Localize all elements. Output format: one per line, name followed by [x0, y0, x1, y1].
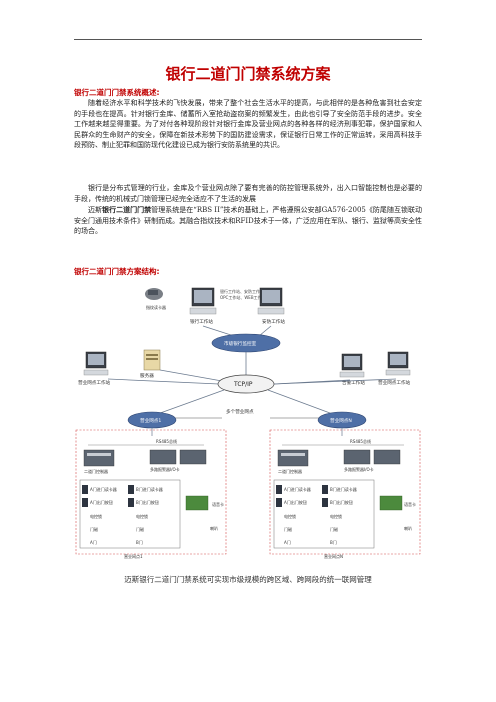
left-rs485-label: RS485总线	[156, 438, 177, 444]
right-controller-label: 二道门控制器	[278, 468, 302, 474]
server-label: 服务器	[140, 372, 154, 379]
right-door-a: A门	[284, 539, 291, 545]
right-contact-b: 门磁	[330, 526, 338, 532]
tcpip-node	[217, 374, 275, 394]
paragraph-2: 银行是分布式管理的行业，金库及个营业网点除了要有完善的防控管理系统外，出入口智能…	[74, 184, 422, 203]
paragraph-3-prefix: 迈斯	[88, 206, 103, 214]
network-diagram: 指纹读卡器 银行工作站 银行工作站、安防工作站、 OPC工作站、WEB工作站..…	[75, 287, 421, 559]
tcpip-label: TCP/IP	[233, 381, 253, 388]
left-door-a-reader: A门进门读卡器	[90, 486, 117, 492]
diagram-caption: 迈斯银行二道门门禁系统可实现市级规模的跨区域、跨网段的统一联网管理	[124, 575, 372, 584]
right-door-a-exit: A门出门按钮	[284, 499, 307, 505]
left-door-a: A门	[90, 539, 97, 545]
right-footer-label: 营业网点N	[324, 553, 343, 559]
left-contact-a: 门磁	[90, 526, 98, 532]
right-io-card-label: 多路报警器I/O卡	[344, 466, 374, 472]
right-io-card-icon	[343, 449, 401, 465]
right-lock-a: 电控锁	[284, 513, 296, 519]
security-workstation-icon	[257, 287, 285, 315]
left-door-b-reader: B门进门读卡器	[136, 486, 163, 492]
branch-1-label: 营业网点1	[140, 417, 161, 424]
security-ws-label: 安防工作站	[262, 318, 285, 325]
paragraph-3-suffix: 管理系统是在“RBS II”技术的基础上，严格遵照公安部GA576-2005《防…	[74, 206, 423, 236]
alarm-ws-label: 告警工作站	[342, 379, 365, 386]
right-controller-icon	[277, 449, 309, 467]
paragraph-3: 迈斯银行二道门门禁管理系统是在“RBS II”技术的基础上，严格遵照公安部GA5…	[74, 205, 422, 237]
right-door-b-exit: B门出门按钮	[330, 499, 353, 505]
branch-ws-left-label: 营业网点工作站	[78, 379, 111, 386]
fingerprint-label: 指纹读卡器	[146, 304, 166, 310]
left-horn-label: 喇叭	[210, 525, 218, 531]
right-door-b-reader: B门进门读卡器	[330, 486, 357, 492]
right-speaker-card-icon	[379, 495, 403, 511]
top-note-1: 银行工作站、安防工作站、	[220, 288, 268, 294]
page-title: 银行二道门门禁系统方案	[165, 65, 331, 83]
fingerprint-reader-icon	[145, 288, 163, 300]
left-door-a-exit: A门出门按钮	[90, 499, 113, 505]
branch-workstation-icon	[83, 351, 109, 376]
left-lock-b: 电控锁	[136, 513, 148, 519]
left-speaker-label: 语音卡	[212, 501, 224, 507]
right-door-a-reader: A门进门读卡器	[284, 486, 311, 492]
left-contact-b: 门磁	[136, 526, 144, 532]
alarm-workstation-icon	[339, 353, 365, 378]
server-icon	[143, 349, 161, 371]
right-door-b: B门	[330, 539, 337, 545]
left-speaker-card-icon	[185, 495, 209, 511]
right-rs485-label: RS485总线	[350, 438, 371, 444]
paragraph-1: 随着经济水平和科学技术的飞快发展，带来了整个社会生活水平的提高，与此相伴的是各种…	[74, 99, 422, 150]
branch-ws-right-label: 营业网点工作站	[378, 379, 411, 386]
left-io-card-label: 多路报警器I/O卡	[150, 466, 180, 472]
left-lock-a: 电控锁	[90, 513, 102, 519]
control-room-label: 市级银行监控室	[224, 340, 257, 347]
paragraph-3-bold: 银行二道门门禁	[102, 205, 152, 214]
left-controller-icon	[83, 449, 115, 467]
bank-ws-label: 银行工作站	[190, 318, 213, 325]
overview-heading: 银行二道门门禁系统概述:	[74, 88, 160, 97]
left-branch-panel	[75, 429, 227, 555]
top-note-2: OPC工作站、WEB工作站...	[220, 294, 269, 300]
right-speaker-label: 语音卡	[404, 501, 416, 507]
right-contact-a: 门磁	[284, 526, 292, 532]
right-branch-panel	[269, 429, 421, 555]
left-door-b-exit: B门出门按钮	[136, 499, 159, 505]
left-controller-label: 二道门控制器	[84, 468, 108, 474]
header-rule	[74, 39, 422, 40]
right-horn-label: 喇叭	[404, 525, 412, 531]
left-door-b: B门	[136, 539, 143, 545]
multi-branch-label: 多个营业网点	[226, 408, 254, 415]
branch-workstation-right-icon	[385, 351, 411, 376]
branch-n-label: 营业网点N	[330, 417, 352, 424]
structure-heading: 银行二道门门禁方案结构:	[74, 267, 160, 276]
bank-workstation-icon	[189, 287, 217, 315]
right-lock-b: 电控锁	[330, 513, 342, 519]
left-footer-label: 营业网点1	[124, 553, 143, 559]
left-io-card-icon	[149, 449, 207, 465]
